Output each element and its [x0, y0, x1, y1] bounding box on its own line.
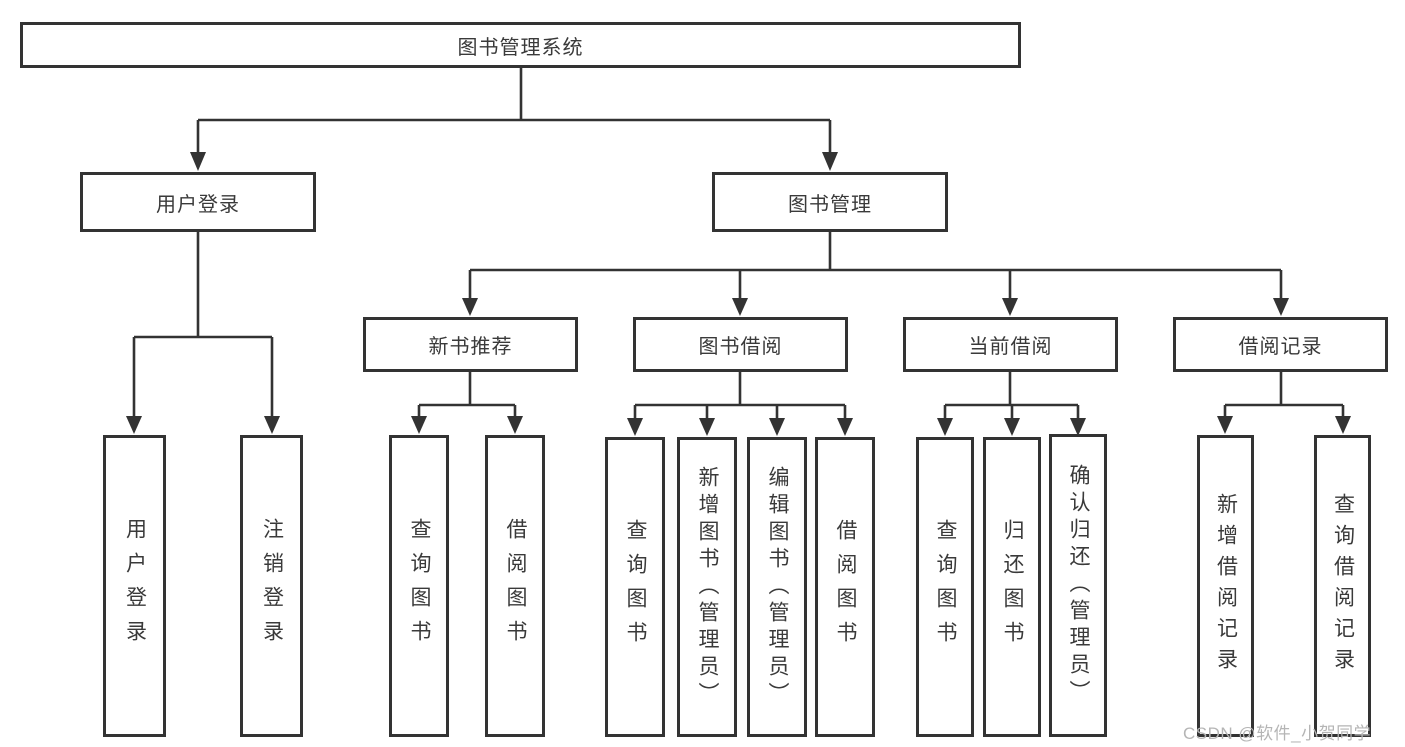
leaf-user-login: 用户登录: [103, 435, 166, 737]
leaf-logout-label: 注销登录: [260, 518, 284, 654]
leaf-add-borrow-record-label: 新增借阅记录: [1214, 493, 1238, 679]
leaf-user-login-label: 用户登录: [123, 518, 147, 654]
leaf-borrow-books-borrow: 借阅图书: [815, 437, 875, 737]
leaf-edit-book-admin-label: 编辑图书（管理员）: [766, 465, 789, 709]
node-current-borrow: 当前借阅: [903, 317, 1118, 372]
node-user-login: 用户登录: [80, 172, 316, 232]
node-new-book-recommend: 新书推荐: [363, 317, 578, 372]
leaf-confirm-return-admin-label: 确认归还（管理员）: [1067, 464, 1090, 707]
leaf-borrow-books-recommend: 借阅图书: [485, 435, 545, 737]
leaf-query-books-borrow-label: 查询图书: [624, 519, 647, 655]
leaf-edit-book-admin: 编辑图书（管理员）: [747, 437, 807, 737]
leaf-query-books-borrow: 查询图书: [605, 437, 665, 737]
node-current-borrow-label: 当前借阅: [968, 336, 1053, 358]
node-new-book-recommend-label: 新书推荐: [428, 336, 513, 358]
leaf-query-books-current-label: 查询图书: [934, 519, 957, 655]
leaf-query-books-current: 查询图书: [916, 437, 974, 737]
leaf-query-borrow-record-label: 查询借阅记录: [1331, 493, 1355, 679]
node-book-borrow: 图书借阅: [633, 317, 848, 372]
node-borrow-records: 借阅记录: [1173, 317, 1388, 372]
leaf-add-book-admin: 新增图书（管理员）: [677, 437, 737, 737]
leaf-return-books: 归还图书: [983, 437, 1041, 737]
leaf-borrow-books-recommend-label: 借阅图书: [504, 518, 527, 654]
leaf-query-books-recommend-label: 查询图书: [408, 518, 431, 654]
node-book-borrow-label: 图书借阅: [698, 336, 783, 358]
node-library-system-label: 图书管理系统: [457, 36, 584, 59]
node-book-management: 图书管理: [712, 172, 948, 232]
node-library-system: 图书管理系统: [20, 22, 1021, 68]
leaf-query-books-recommend: 查询图书: [389, 435, 449, 737]
node-borrow-records-label: 借阅记录: [1238, 336, 1323, 358]
leaf-add-book-admin-label: 新增图书（管理员）: [696, 465, 719, 709]
node-user-login-label: 用户登录: [156, 193, 240, 216]
leaf-borrow-books-borrow-label: 借阅图书: [834, 519, 857, 655]
leaf-logout: 注销登录: [240, 435, 303, 737]
node-book-management-label: 图书管理: [788, 193, 872, 216]
leaf-add-borrow-record: 新增借阅记录: [1197, 435, 1254, 737]
leaf-return-books-label: 归还图书: [1001, 519, 1024, 655]
leaf-query-borrow-record: 查询借阅记录: [1314, 435, 1371, 737]
csdn-watermark: CSDN @软件_小贺同学: [1183, 724, 1372, 743]
leaf-confirm-return-admin: 确认归还（管理员）: [1049, 434, 1107, 737]
